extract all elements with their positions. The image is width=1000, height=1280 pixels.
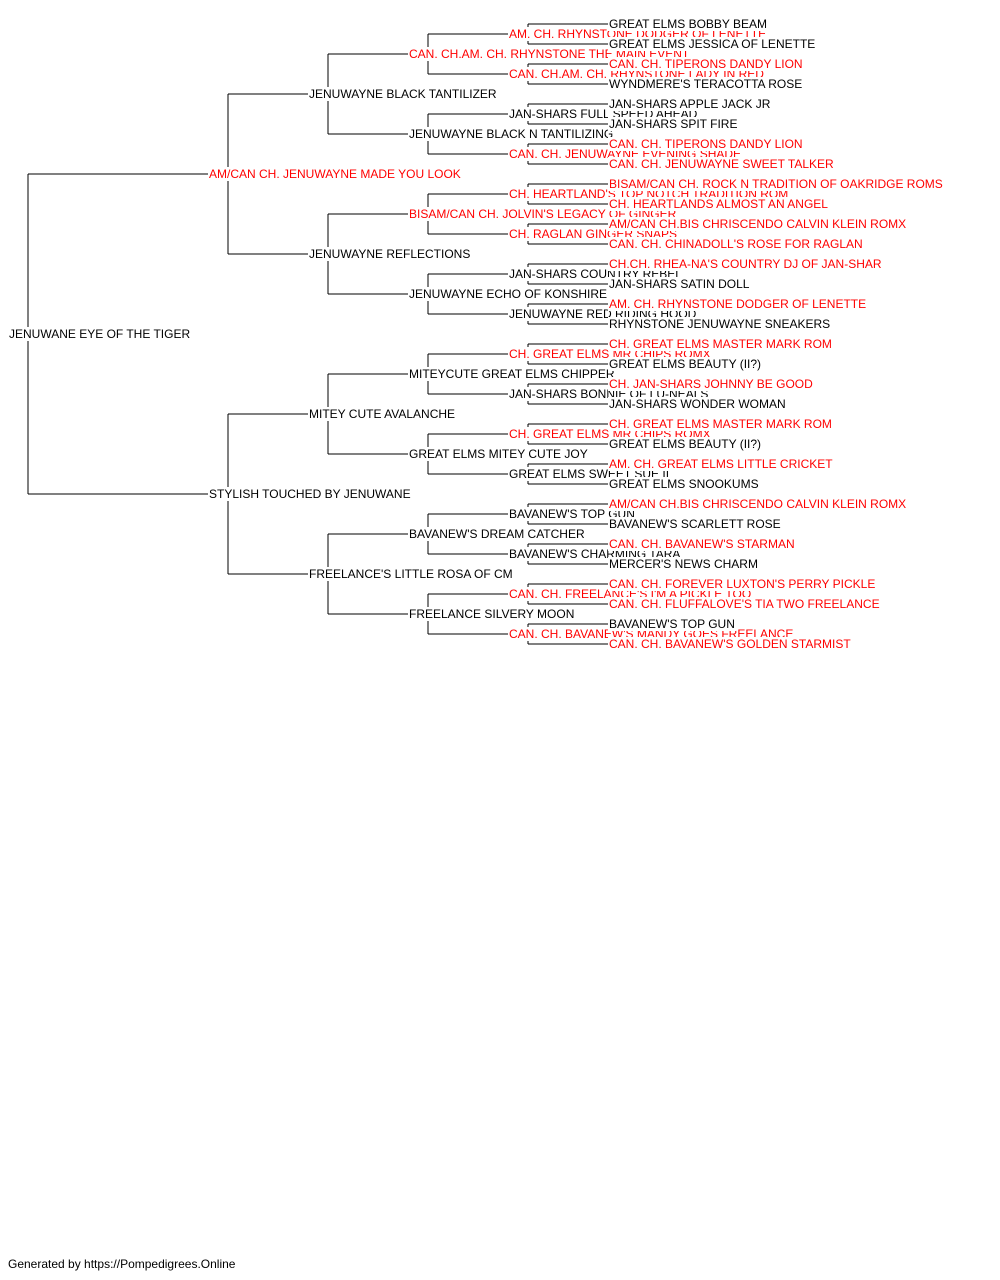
ancestor-name[interactable]: JENUWAYNE BLACK TANTILIZER [308, 87, 498, 101]
ancestor-name[interactable]: FREELANCE'S LITTLE ROSA OF CM [308, 567, 514, 581]
ancestor-name[interactable]: GREAT ELMS BEAUTY (II?) [608, 437, 763, 451]
ancestor-name[interactable]: CH.CH. RHEA-NA'S COUNTRY DJ OF JAN-SHAR [608, 257, 883, 271]
ancestor-name[interactable]: CAN. CH. BAVANEW'S GOLDEN STARMIST [608, 637, 852, 651]
ancestor-name[interactable]: STYLISH TOUCHED BY JENUWANE [208, 487, 412, 501]
ancestor-name[interactable]: AM. CH. GREAT ELMS LITTLE CRICKET [608, 457, 834, 471]
ancestor-name[interactable]: CAN. CH. TIPERONS DANDY LION [608, 57, 804, 71]
ancestor-name[interactable]: GREAT ELMS MITEY CUTE JOY [408, 447, 589, 461]
ancestor-name[interactable]: AM/CAN CH.BIS CHRISCENDO CALVIN KLEIN RO… [608, 497, 908, 511]
ancestor-name[interactable]: AM. CH. RHYNSTONE DODGER OF LENETTE [608, 297, 868, 311]
ancestor-name[interactable]: BAVANEW'S TOP GUN [608, 617, 736, 631]
ancestor-name[interactable]: AM/CAN CH.BIS CHRISCENDO CALVIN KLEIN RO… [608, 217, 908, 231]
ancestor-name[interactable]: CAN. CH. CHINADOLL'S ROSE FOR RAGLAN [608, 237, 864, 251]
ancestor-name[interactable]: CH. GREAT ELMS MASTER MARK ROM [608, 417, 833, 431]
ancestor-name[interactable]: BISAM/CAN CH. ROCK N TRADITION OF OAKRID… [608, 177, 944, 191]
ancestor-name[interactable]: BAVANEW'S SCARLETT ROSE [608, 517, 782, 531]
ancestor-name[interactable]: BAVANEW'S TOP GUN [508, 507, 636, 521]
ancestor-name[interactable]: AM/CAN CH. JENUWAYNE MADE YOU LOOK [208, 167, 462, 181]
ancestor-name[interactable]: GREAT ELMS JESSICA OF LENETTE [608, 37, 817, 51]
ancestor-name[interactable]: GREAT ELMS BOBBY BEAM [608, 17, 769, 31]
ancestor-name[interactable]: MITEYCUTE GREAT ELMS CHIPPER [408, 367, 616, 381]
ancestor-name[interactable]: CH. HEARTLANDS ALMOST AN ANGEL [608, 197, 829, 211]
ancestor-name[interactable]: JENUWAYNE ECHO OF KONSHIRE [408, 287, 609, 301]
ancestor-name[interactable]: CH. JAN-SHARS JOHNNY BE GOOD [608, 377, 814, 391]
ancestor-name[interactable]: JENUWAYNE REFLECTIONS [308, 247, 472, 261]
ancestor-name[interactable]: JAN-SHARS SPIT FIRE [608, 117, 739, 131]
ancestor-name[interactable]: CAN. CH. BAVANEW'S STARMAN [608, 537, 796, 551]
subject-dog-name[interactable]: JENUWANE EYE OF THE TIGER [8, 327, 192, 341]
ancestor-name[interactable]: JENUWAYNE BLACK N TANTILIZING [408, 127, 615, 141]
ancestor-name[interactable]: BAVANEW'S DREAM CATCHER [408, 527, 586, 541]
ancestor-name[interactable]: CAN. CH. JENUWAYNE SWEET TALKER [608, 157, 835, 171]
ancestor-name[interactable]: MERCER'S NEWS CHARM [608, 557, 759, 571]
ancestor-name[interactable]: JAN-SHARS WONDER WOMAN [608, 397, 787, 411]
ancestor-name[interactable]: CAN. CH. TIPERONS DANDY LION [608, 137, 804, 151]
ancestor-name[interactable]: CAN. CH. FLUFFALOVE'S TIA TWO FREELANCE [608, 597, 881, 611]
ancestor-name[interactable]: WYNDMERE'S TERACOTTA ROSE [608, 77, 804, 91]
ancestor-name[interactable]: CH. GREAT ELMS MASTER MARK ROM [608, 337, 833, 351]
ancestor-name[interactable]: RHYNSTONE JENUWAYNE SNEAKERS [608, 317, 832, 331]
ancestor-name[interactable]: JAN-SHARS APPLE JACK JR [608, 97, 772, 111]
ancestor-name[interactable]: GREAT ELMS SNOOKUMS [608, 477, 760, 491]
ancestor-name[interactable]: JAN-SHARS SATIN DOLL [608, 277, 751, 291]
generated-by-footer: Generated by https://Pompedigrees.Online [8, 1257, 236, 1271]
ancestor-name[interactable]: MITEY CUTE AVALANCHE [308, 407, 457, 421]
ancestor-name[interactable]: FREELANCE SILVERY MOON [408, 607, 576, 621]
ancestor-name[interactable]: CAN. CH. FOREVER LUXTON'S PERRY PICKLE [608, 577, 877, 591]
ancestor-name[interactable]: GREAT ELMS BEAUTY (II?) [608, 357, 763, 371]
